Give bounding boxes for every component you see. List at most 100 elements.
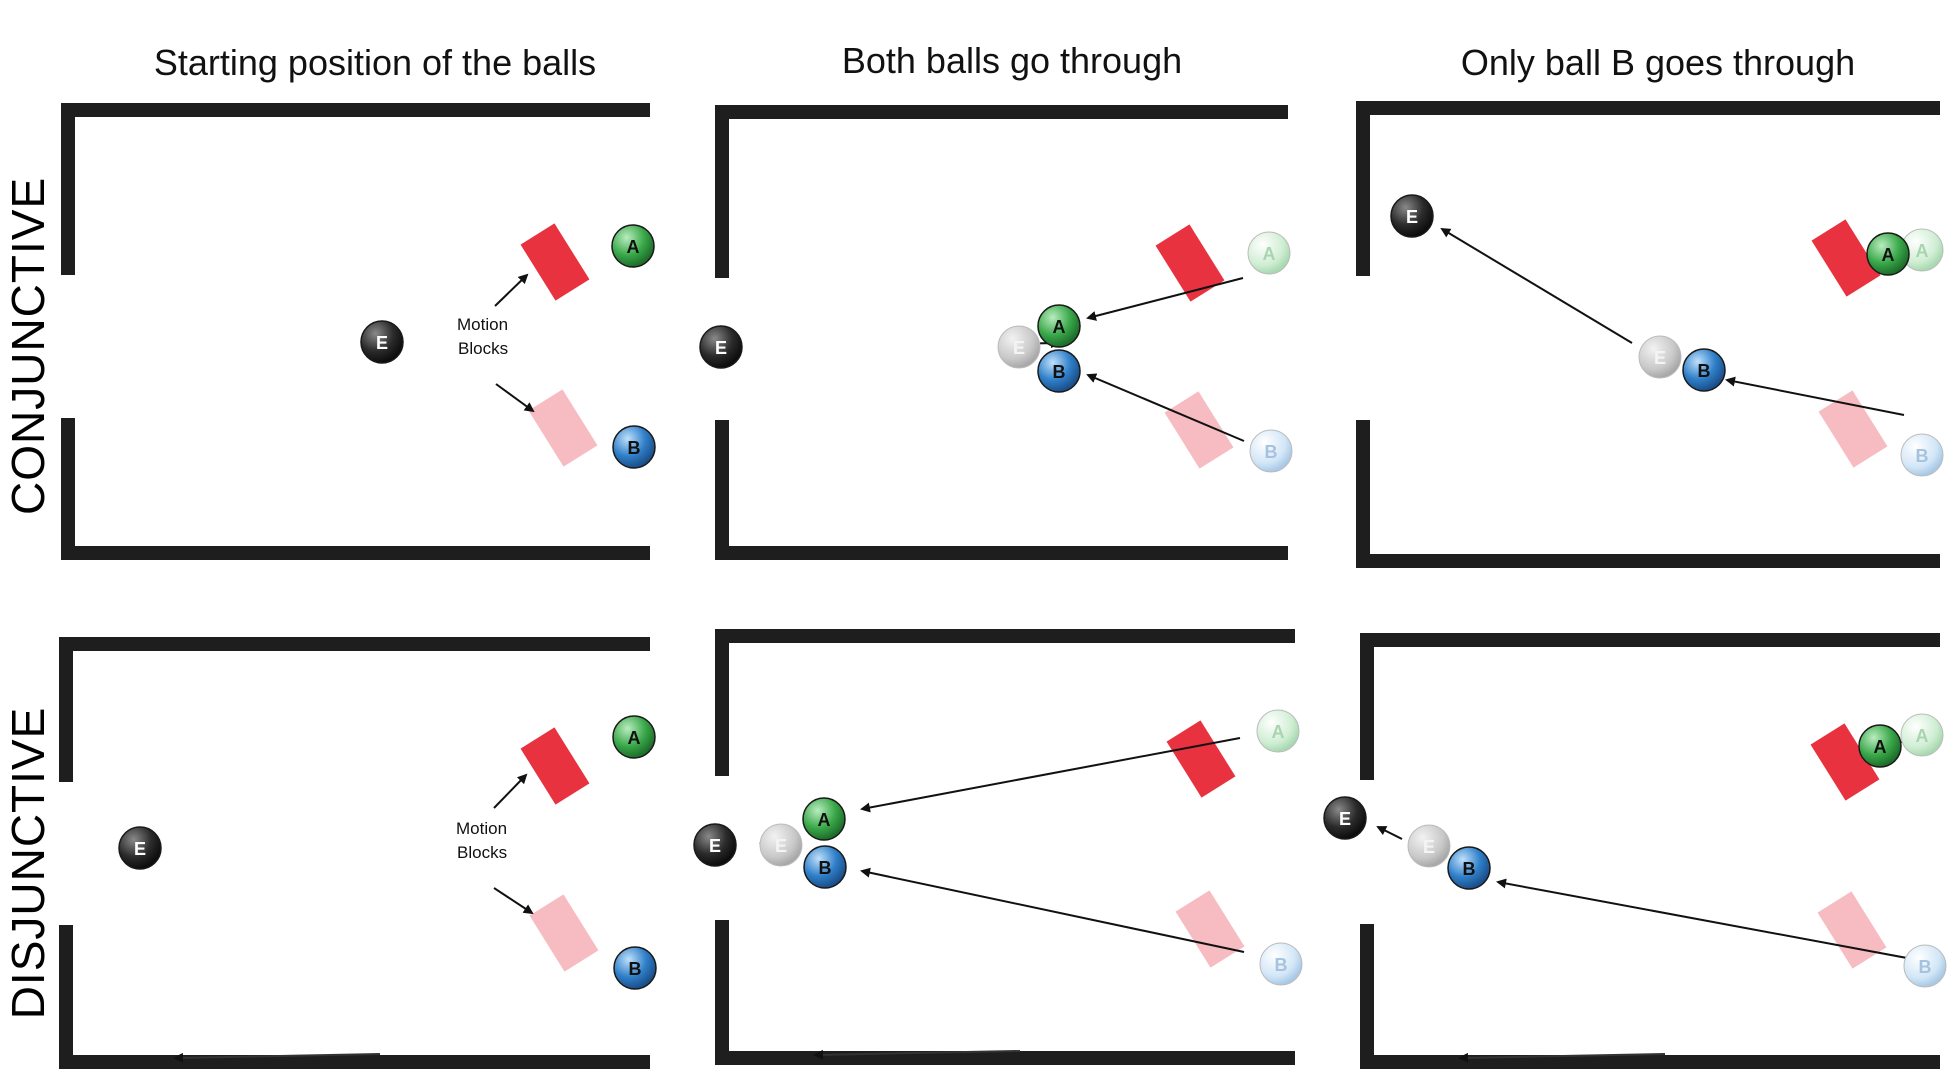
ball-circle xyxy=(1638,335,1682,379)
motion-arrow-8 xyxy=(493,773,528,809)
ball-label-a: A xyxy=(1916,726,1929,746)
ball-label-a: A xyxy=(1874,737,1887,757)
ball-circle xyxy=(1682,348,1726,392)
ghost-ball-a: A xyxy=(1900,713,1944,757)
annotation-blocks-1: Blocks xyxy=(457,843,507,862)
ball-b: B xyxy=(613,946,657,990)
ball-label-b: B xyxy=(1916,446,1929,466)
ball-circle xyxy=(699,325,743,369)
ball-e: E xyxy=(118,826,162,870)
ball-circle xyxy=(997,325,1041,369)
ball-label-e: E xyxy=(376,333,388,353)
motion-arrow-4 xyxy=(1086,373,1245,442)
wall-upper-4 xyxy=(715,629,1295,776)
ball-circle xyxy=(1866,232,1910,276)
ball-b: B xyxy=(1037,349,1081,393)
ball-label-e: E xyxy=(1339,809,1351,829)
ball-circle xyxy=(612,425,656,469)
ball-label-b: B xyxy=(628,438,641,458)
ball-circle xyxy=(693,823,737,867)
motion-arrow-1 xyxy=(495,383,535,413)
ball-label-e: E xyxy=(775,836,787,856)
ball-circle xyxy=(118,826,162,870)
wall-upper-0 xyxy=(61,103,650,275)
ball-e: E xyxy=(699,325,743,369)
ball-circle xyxy=(612,715,656,759)
motion-block-active xyxy=(520,727,590,805)
floor-arrow-1 xyxy=(813,1049,1021,1060)
ball-label-a: A xyxy=(628,728,641,748)
ball-circle xyxy=(1323,796,1367,840)
ball-circle xyxy=(1249,429,1293,473)
ball-label-a: A xyxy=(818,810,831,830)
motion-block-inactive xyxy=(1818,390,1888,468)
ghost-ball-a: A xyxy=(1256,709,1300,753)
ball-circle xyxy=(1900,433,1944,477)
motion-arrow-6 xyxy=(1725,376,1905,416)
ball-a: A xyxy=(611,224,655,268)
ball-label-b: B xyxy=(1265,442,1278,462)
ball-label-e: E xyxy=(709,836,721,856)
ball-circle xyxy=(1037,304,1081,348)
ghost-ball-b: B xyxy=(1259,942,1303,986)
ball-label-e: E xyxy=(1423,837,1435,857)
ball-circle xyxy=(1858,724,1902,768)
ball-circle xyxy=(1390,194,1434,238)
ball-label-e: E xyxy=(1013,338,1025,358)
column-title-only-b: Only ball B goes through xyxy=(1460,42,1856,83)
motion-arrow-12 xyxy=(860,867,1245,953)
ball-circle xyxy=(1900,713,1944,757)
ball-e: E xyxy=(360,320,404,364)
motion-block-active xyxy=(1166,720,1236,798)
ghost-ball-a: A xyxy=(1247,231,1291,275)
motion-arrow-9 xyxy=(493,887,534,915)
motion-arrow-13 xyxy=(1376,826,1403,840)
ball-circle xyxy=(360,320,404,364)
ball-circle xyxy=(759,823,803,867)
ball-e: E xyxy=(1390,194,1434,238)
ball-label-b: B xyxy=(819,858,832,878)
ghost-ball-b: B xyxy=(1249,429,1293,473)
ghost-ball-e: E xyxy=(759,823,803,867)
ball-b: B xyxy=(803,845,847,889)
ball-circle xyxy=(1259,942,1303,986)
motion-block-inactive xyxy=(529,894,599,972)
ball-label-a: A xyxy=(1053,317,1066,337)
ghost-ball-b: B xyxy=(1903,944,1947,988)
motion-arrow-14 xyxy=(1496,878,1908,959)
ball-label-b: B xyxy=(629,959,642,979)
wall-lower-5 xyxy=(1360,924,1940,1069)
wall-lower-3 xyxy=(59,925,650,1069)
ball-circle xyxy=(1903,944,1947,988)
ball-a: A xyxy=(1037,304,1081,348)
walls-layer xyxy=(59,101,1940,1069)
arrows-layer xyxy=(173,227,1915,1063)
ball-label-e: E xyxy=(134,839,146,859)
ball-label-a: A xyxy=(1263,244,1276,264)
ball-label-a: A xyxy=(1882,245,1895,265)
ball-label-b: B xyxy=(1275,955,1288,975)
motion-block-active xyxy=(520,223,590,301)
ball-circle xyxy=(1037,349,1081,393)
motion-block-active xyxy=(1155,224,1225,302)
ball-label-b: B xyxy=(1919,957,1932,977)
floor-arrow-2 xyxy=(1458,1052,1666,1063)
ball-label-e: E xyxy=(715,338,727,358)
ball-label-a: A xyxy=(1272,722,1285,742)
ball-a: A xyxy=(1866,232,1910,276)
wall-lower-0 xyxy=(61,418,650,560)
ball-circle xyxy=(802,797,846,841)
ghost-ball-e: E xyxy=(1638,335,1682,379)
ball-a: A xyxy=(802,797,846,841)
ball-label-b: B xyxy=(1463,859,1476,879)
wall-lower-1 xyxy=(715,420,1288,560)
column-title-both: Both balls go through xyxy=(841,40,1183,81)
ball-label-a: A xyxy=(1916,241,1929,261)
ball-a: A xyxy=(612,715,656,759)
ghost-ball-b: B xyxy=(1900,433,1944,477)
ball-b: B xyxy=(612,425,656,469)
ball-label-a: A xyxy=(627,237,640,257)
ghost-ball-e: E xyxy=(997,325,1041,369)
annotation-blocks-0: Blocks xyxy=(458,339,508,358)
